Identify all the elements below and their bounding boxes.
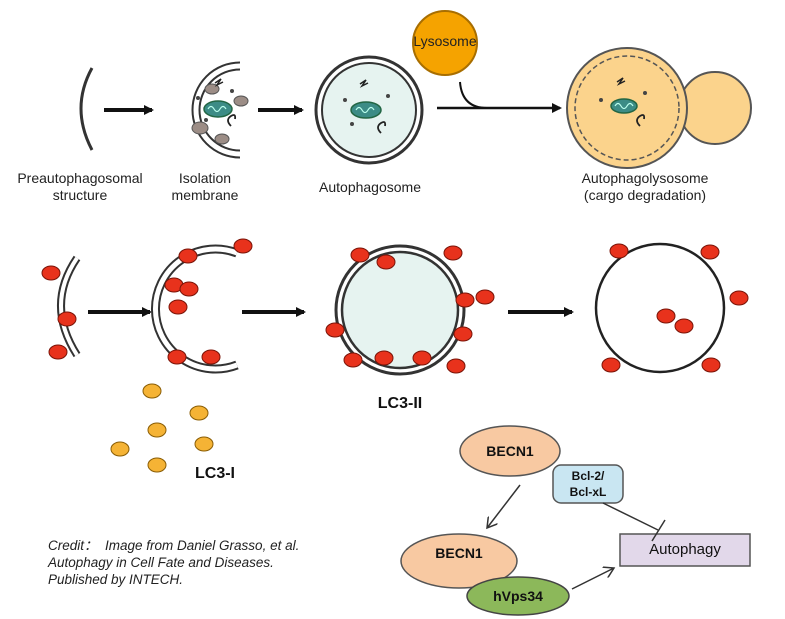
autophagy-node [619,533,751,567]
lc3-ii-dot [453,326,473,342]
lc3-i-dot [189,405,209,421]
label-isolation-membrane: Isolation membrane [171,170,239,203]
lysosome [412,10,478,76]
preautophagosomal-structure [79,67,94,151]
becn1-to-complex-arrow [487,484,521,528]
complex-to-autophagy-arrow [571,568,614,590]
lc3-ii-dot [455,292,475,308]
lc3-ii-dot [601,357,621,373]
lc3-ii-dot [374,350,394,366]
credit-line-2: Autophagy in Cell Fate and Diseases. [48,555,274,570]
becn1-bottom-label: BECN1 [435,545,483,561]
lc3-i-dot [194,436,214,452]
label-lysosome: Lysosome [413,33,477,49]
lc3-ii-dot [57,311,77,327]
bcl-node [552,464,624,504]
label-preautophagosomal: Preautophagosomal structure [17,170,143,203]
lc3-ii-dot [443,245,463,261]
lc3-i-dot [110,441,130,457]
isolation-membrane [191,61,249,159]
lc3-ii-dot [446,358,466,374]
bcl-label: Bcl-2/ Bcl-xL [569,469,607,499]
autophagolysosome [566,47,752,169]
lc3-ii-dot [729,290,749,306]
lc3-ii-dot [701,357,721,373]
lc3-i-pool [110,383,214,473]
becn1-top-label: BECN1 [486,443,534,459]
becn1-top-node [459,425,561,477]
lc3-ii-dot [475,289,495,305]
lc3-ii-dot [674,318,694,334]
lc3-ii-dot [376,254,396,270]
label-lc3-ii: LC3-II [377,395,423,412]
lc3-ii-dot [179,281,199,297]
lc3-ii-dot [350,247,370,263]
lc3-i-dot [142,383,162,399]
bcl-inhibits-autophagy [602,502,659,531]
lc3-cup [151,238,253,374]
lc3-ii-dot [609,243,629,259]
credit-note: Credit： Image from Daniel Grasso, et al.… [48,537,299,588]
lc3-ii-dot [656,308,676,324]
becn1-bottom-node [400,533,518,589]
lc3-ii-dot [700,244,720,260]
label-lc3-i: LC3-I [195,465,235,482]
inhibition-bar [651,519,666,542]
lc3-autophagosome [325,244,495,376]
autophagosome [314,55,424,165]
lc3-ii-dot [168,299,188,315]
label-autophagosome: Autophagosome [319,179,421,195]
lc3-ii-dot [167,349,187,365]
lc3-ii-dot [412,350,432,366]
hvps34-label: hVps34 [493,588,543,604]
lc3-autolysosome [594,242,749,374]
lc3-ii-dot [178,248,198,264]
autophagy-label: Autophagy [649,541,721,558]
lc3-ii-dot [343,352,363,368]
lc3-i-dot [147,422,167,438]
credit-line-3: Published by INTECH. [48,572,184,587]
hvps34-node [466,576,570,616]
credit-line-1: Credit： Image from Daniel Grasso, et al. [48,538,300,553]
lc3-ii-dot [41,265,61,281]
lc3-arc-1 [41,255,81,360]
lc3-ii-dot [233,238,253,254]
lc3-i-dot [147,457,167,473]
label-autophagolysosome: Autophagolysosome (cargo degradation) [581,170,709,203]
lc3-ii-dot [48,344,68,360]
lc3-ii-dot [201,349,221,365]
lc3-ii-dot [325,322,345,338]
lysosome-fusion-line [459,81,488,109]
